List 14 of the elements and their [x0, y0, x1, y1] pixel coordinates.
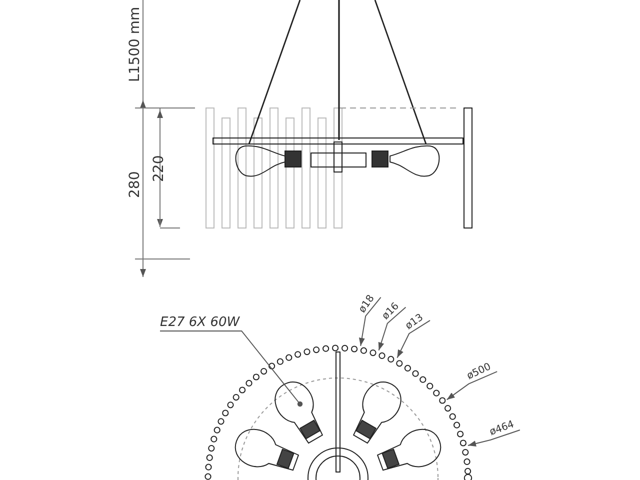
- dimension-label: 220: [152, 155, 166, 182]
- leader-line: [446, 371, 498, 400]
- leader-line: [378, 306, 406, 351]
- dimension-label: 280: [128, 171, 142, 198]
- callout-label: ø13: [404, 313, 426, 332]
- callout-label: ø500: [466, 362, 493, 382]
- leader-line: [468, 430, 520, 446]
- leader-line: [358, 296, 382, 346]
- callout-label: ø464: [488, 420, 516, 438]
- bulb-drawing: [274, 381, 323, 444]
- leader-line: [160, 330, 303, 407]
- leader-line: [396, 320, 430, 358]
- callout-label: E27 6X 60W: [160, 316, 240, 329]
- dimension-label: L1500 mm: [128, 6, 142, 82]
